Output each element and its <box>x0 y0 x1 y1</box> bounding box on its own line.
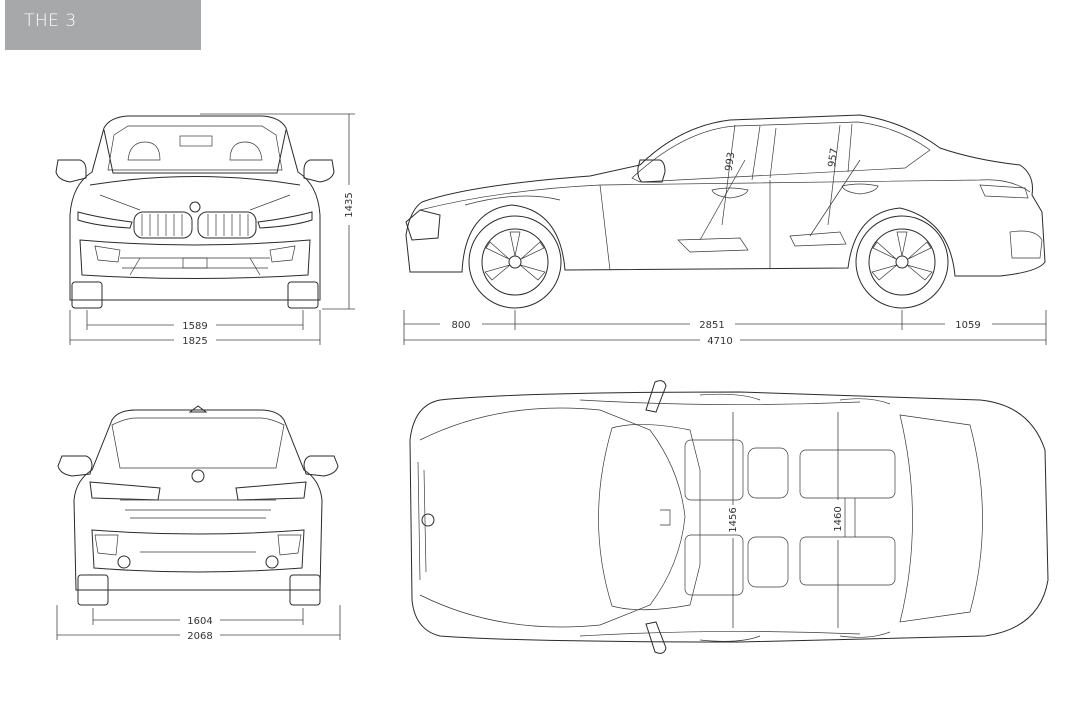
dimension-overall-width: 1825 <box>182 336 207 347</box>
top-view <box>409 380 1049 654</box>
front-view <box>55 115 335 309</box>
front-view-dimensions <box>69 113 355 345</box>
side-view-dimensions <box>403 310 1047 345</box>
dimension-rear-track: 1604 <box>187 616 212 627</box>
dimension-wheelbase: 2851 <box>699 320 724 331</box>
dimension-front-overhang: 800 <box>451 320 470 331</box>
rear-view-dimensions <box>56 605 341 640</box>
dimension-rear-overhang: 1059 <box>955 320 980 331</box>
dimension-front-headroom: 993 <box>724 151 738 171</box>
dimension-rear-shoulder-width: 1460 <box>833 506 844 531</box>
top-view-dimensions <box>732 412 839 628</box>
rear-view <box>57 405 339 606</box>
dimension-height: 1435 <box>344 192 355 217</box>
dimension-overall-length: 4710 <box>707 336 732 347</box>
page-title: THE 3 <box>5 0 201 50</box>
dimension-front-shoulder-width: 1456 <box>728 507 739 532</box>
side-view <box>405 114 1046 309</box>
dimension-width-with-mirrors: 2068 <box>187 631 212 642</box>
dimension-rear-headroom: 957 <box>827 147 841 167</box>
dimension-front-track: 1589 <box>182 321 207 332</box>
